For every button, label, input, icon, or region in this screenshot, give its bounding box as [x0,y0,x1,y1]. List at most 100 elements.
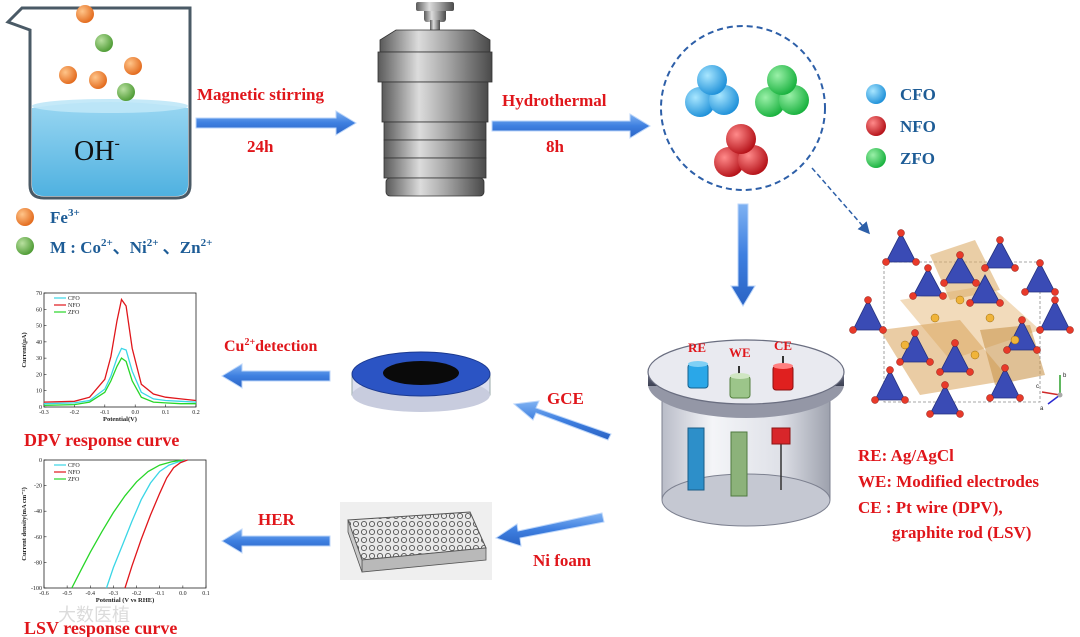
ferrite-nanoparticles [660,25,826,191]
stirring-time: 24h [247,137,274,156]
electrode-note-ce-lsv: graphite rod (LSV) [858,523,1031,542]
lsv-series-cfo [105,459,188,589]
fe-legend-label: Fe3+ [50,207,80,227]
nfo-legend-dot [866,116,886,136]
axis-c-label: c [1036,384,1039,390]
product-legend: CFO NFO ZFO [866,84,936,168]
dpv-ylabel: Current(μA) [21,332,28,367]
dpv-xtick-label: 0.2 [192,410,200,416]
gce-electrode [351,351,491,412]
gce-label: GCE [547,389,584,408]
her-step: HER [221,510,331,554]
dpv-xtick-label: -0.1 [100,410,110,416]
nfo-cluster [714,124,768,177]
ce-label: CE [774,338,792,353]
nifoam-label: Ni foam [533,551,591,570]
lsv-legend-label: CFO [68,463,80,469]
fe-ion-particle [76,5,94,23]
electrode-note-re: RE: Ag/AgCl [858,446,954,465]
nifoam-arrow [494,512,605,547]
zfo-legend-label: ZFO [900,149,935,168]
lsv-ytick-label: -40 [34,509,42,515]
we-electrode-rod [730,431,748,497]
dpv-plot-frame [43,292,197,408]
dpv-xtick-label: 0.0 [131,410,139,416]
hydrothermal-step: Hydrothermal 8h [491,91,651,156]
lsv-xtick-label: -0.5 [62,591,72,597]
ce-electrode-cap [772,365,794,391]
crystal-axes: b c a [1036,373,1067,412]
dpv-legend-label: ZFO [68,310,80,316]
dpv-ytick-label: 60 [36,307,42,313]
solution-label: OH- [74,135,120,167]
zfo-cluster [755,65,809,117]
lsv-xtick-label: 0.0 [179,591,187,597]
lsv-plot-frame [43,459,207,589]
stirring-label: Magnetic stirring [197,85,324,104]
lsv-ytick-label: -80 [34,560,42,566]
dpv-xtick-label: 0.1 [162,410,170,416]
lsv-ylabel: Current density(mA cm⁻²) [21,487,28,561]
hydrothermal-time: 8h [546,137,565,156]
dpv-ytick-label: 70 [36,291,42,297]
her-label: HER [258,510,296,529]
lsv-series-zfo [71,459,184,589]
cfo-legend-dot [866,84,886,104]
stirring-step: Magnetic stirring 24h [195,85,357,156]
lsv-xtick-label: -0.6 [39,591,49,597]
dpv-legend-label: CFO [68,296,80,302]
we-label: WE [729,345,751,360]
lsv-ytick-label: -20 [34,484,42,490]
beaker: OH- [5,5,192,200]
lsv-ytick-label: 0 [39,458,42,464]
watermark: 大数医植 [58,605,130,626]
ni-foam-image [340,502,492,580]
electrode-note-ce: CE : Pt wire (DPV), [858,498,1003,517]
electrochemical-cell: RE WE CE [647,338,845,527]
dpv-xtick-label: -0.3 [39,410,49,416]
fe-ion-particle [89,71,107,89]
axis-a-label: a [1040,406,1044,412]
dpv-ytick-label: 0 [39,405,42,411]
zfo-legend-dot [866,148,886,168]
metal-legend-dot [16,237,34,255]
lsv-xtick-label: -0.2 [132,591,142,597]
structure-dashed-arrow [811,167,870,235]
dpv-xlabel: Potential(V) [103,416,137,423]
beaker-solution [32,102,188,196]
lsv-title: LSV response curve [24,618,177,637]
nfo-legend-label: NFO [900,117,936,136]
dpv-series-cfo [43,347,197,405]
dpv-title: DPV response curve [24,430,179,450]
nifoam-step: Ni foam [494,512,605,570]
lsv-series-nfo [124,459,188,589]
spinel-crystal-structure: b c a [849,229,1074,418]
lsv-xtick-label: -0.1 [155,591,165,597]
re-electrode-cap [687,363,709,389]
dpv-legend-label: NFO [68,303,81,309]
hydrothermal-autoclave [377,2,493,197]
cfo-cluster [685,65,739,117]
dpv-series-nfo [43,297,197,403]
lsv-xtick-label: -0.4 [86,591,96,597]
fe-legend-dot [16,208,34,226]
gce-step: GCE [512,389,612,441]
down-arrow [730,203,756,307]
fe-ion-particle [59,66,77,84]
hydrothermal-arrow [491,113,651,139]
lsv-legend-label: ZFO [68,477,80,483]
dpv-xtick-label: -0.2 [70,410,80,416]
ion-legend: Fe3+ M : Co2+、Ni2+ 、Zn2+ [16,207,212,257]
cu-detection-step: Cu2+detection [221,337,331,389]
lsv-xtick-label: -0.3 [109,591,119,597]
cfo-legend-label: CFO [900,85,936,104]
metal-legend-label: M : Co2+、Ni2+ 、Zn2+ [50,237,212,257]
gce-arrow [512,400,612,441]
electrode-note-we: WE: Modified electrodes [858,472,1039,491]
dpv-ytick-label: 50 [36,324,42,330]
re-electrode-rod [687,427,705,491]
dpv-ytick-label: 20 [36,372,42,378]
ce-electrode-holder [771,427,791,445]
